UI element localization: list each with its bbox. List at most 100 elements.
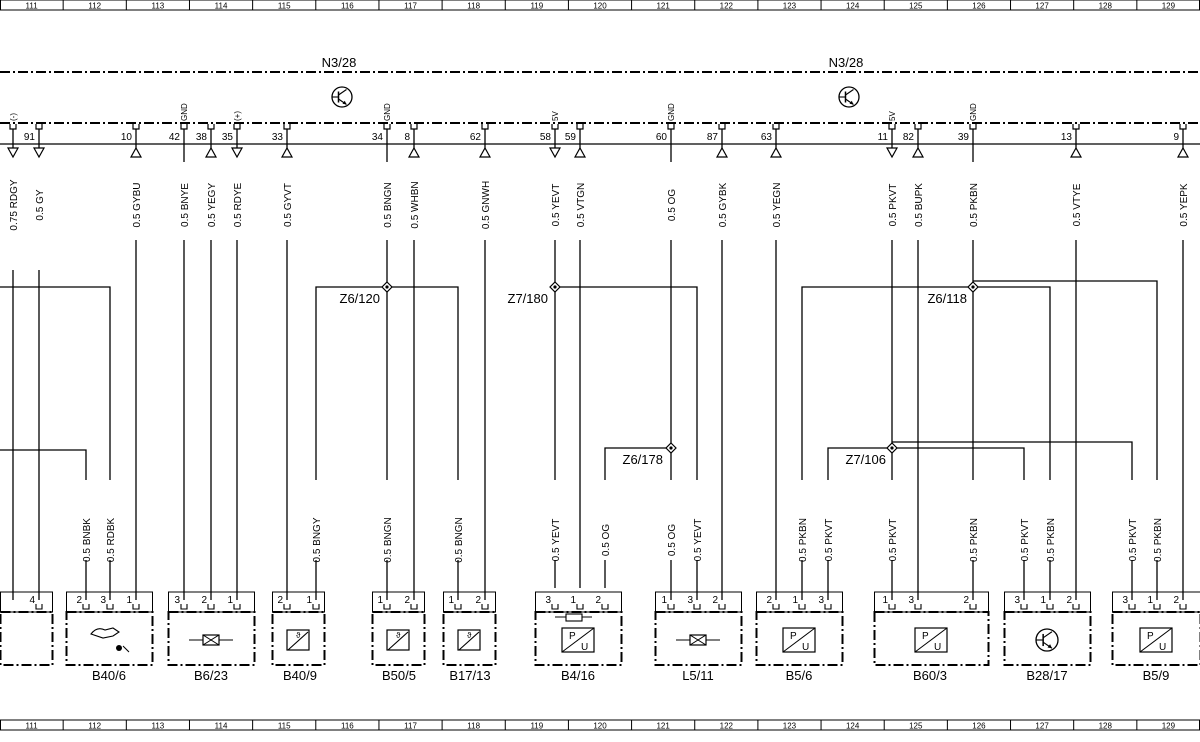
- wire-label: 0.5 RDYE: [233, 182, 244, 227]
- ruler-number: 121: [656, 2, 670, 11]
- wire-label: 0.5 RDBK: [106, 517, 117, 562]
- pin-10: 100.5 GYBU: [121, 124, 143, 228]
- pin-terminal: [969, 124, 977, 130]
- wire-pkbn-b5-6: [801, 286, 973, 480]
- signal-in-arrow: [769, 146, 783, 158]
- pin-number: 3: [1122, 595, 1128, 606]
- pin-number: 3: [100, 595, 106, 606]
- ruler-number: 116: [341, 722, 354, 731]
- pin-82: 820.5 BUPK: [903, 124, 925, 227]
- pin-number: 1: [882, 595, 888, 606]
- ruler-number: 112: [88, 2, 101, 11]
- voltage-symbol: U: [581, 642, 588, 653]
- pin-number: 8: [404, 132, 410, 143]
- component-outline: [442, 611, 497, 666]
- signal-out-arrow: [885, 147, 899, 159]
- wire-label: 0.5 PKVT: [1128, 519, 1139, 562]
- ruler-number: 129: [1162, 2, 1176, 11]
- pin-number: 3: [174, 595, 180, 606]
- wire-label: 0.5 YEGY: [207, 183, 218, 228]
- pin-terminal: [410, 124, 418, 130]
- ruler-number: 116: [341, 2, 354, 11]
- ruler-number: 123: [783, 722, 797, 731]
- pin-number: 1: [792, 595, 798, 606]
- connector-pin: [35, 604, 43, 610]
- wire-label: 0.5 PKBN: [969, 518, 980, 562]
- pin-tag: 5V: [888, 111, 897, 121]
- connector-pin: [772, 604, 780, 610]
- wire-label: 0.5 OG: [667, 189, 678, 221]
- wire-label: 0.5 YEVT: [693, 519, 704, 562]
- pin-number: 35: [222, 132, 234, 143]
- wire-label: 0.5 YEPK: [1179, 183, 1190, 227]
- pin-number: 3: [1014, 595, 1020, 606]
- pin-number: 2: [766, 595, 772, 606]
- pin-number: 39: [958, 132, 970, 143]
- connector-pin: [693, 604, 701, 610]
- signal-in-arrow: [478, 146, 492, 158]
- ruler-number: 111: [25, 2, 38, 11]
- wire-label: 0.5 YEVT: [551, 184, 562, 227]
- wire-yevt-branch: [555, 286, 698, 480]
- ruler-number: 113: [152, 722, 165, 731]
- ruler-number: 125: [909, 2, 923, 11]
- pin-59: 590.5 VTGN: [565, 124, 587, 227]
- signal-in-arrow: [1069, 146, 1083, 158]
- ruler-number: 115: [278, 722, 291, 731]
- pin-tag: GND: [383, 103, 392, 121]
- wire-label: 0.5 PKBN: [1153, 518, 1164, 562]
- signal-in-arrow: [407, 146, 421, 158]
- component-label: B5/9: [1143, 668, 1170, 683]
- pin-terminal: [551, 124, 559, 130]
- component-outline: [167, 611, 256, 666]
- ruler-number: 118: [467, 2, 480, 11]
- wire-pkvt-b28: [892, 447, 1025, 480]
- pressure-sensor-icon: PU: [561, 627, 595, 653]
- ruler-number: 126: [972, 722, 986, 731]
- connector-pin: [718, 604, 726, 610]
- signal-in-arrow: [911, 146, 925, 158]
- component-label: L5/11: [682, 668, 714, 683]
- splice-label: Z6/120: [340, 291, 380, 306]
- pressure-symbol: P: [569, 631, 576, 642]
- splice: Z6/178: [623, 442, 677, 467]
- connector-pin: [1072, 604, 1080, 610]
- connector-pin: [312, 604, 320, 610]
- pin-terminal: [35, 124, 43, 130]
- pin-number: 11: [878, 132, 889, 143]
- pin-terminal: [1179, 124, 1187, 130]
- pin-number: 91: [24, 132, 36, 143]
- voltage-symbol: U: [934, 642, 941, 653]
- pin-number: 3: [908, 595, 914, 606]
- ruler-number: 129: [1162, 722, 1176, 731]
- signal-in-arrow: [573, 146, 587, 158]
- pin-number: 1: [661, 595, 667, 606]
- pin-terminal: [383, 124, 391, 130]
- wire-label: 0.5 GNWH: [481, 181, 492, 229]
- pressure-sensor-diagonal: [914, 627, 948, 653]
- transistor-arrow: [849, 100, 854, 105]
- pin-terminal: [667, 124, 675, 130]
- wire-label: 0.5 VTYE: [1072, 183, 1083, 226]
- pressure-sensor-diagonal: [782, 627, 816, 653]
- thermistor-slash: [287, 631, 309, 651]
- connector-pin: [1179, 604, 1187, 610]
- resistor-icon: [565, 613, 583, 622]
- pin-tag: (+): [233, 111, 242, 121]
- pin-number: 82: [903, 132, 915, 143]
- connector-pin: [106, 604, 114, 610]
- component-outline: [534, 611, 623, 666]
- pin-number: 33: [272, 132, 284, 143]
- ruler-number: 118: [467, 722, 480, 731]
- component-label: B28/17: [1026, 668, 1067, 683]
- pin-number: 1: [126, 595, 132, 606]
- signal-in-arrow: [129, 146, 143, 158]
- connector-pin: [551, 604, 559, 610]
